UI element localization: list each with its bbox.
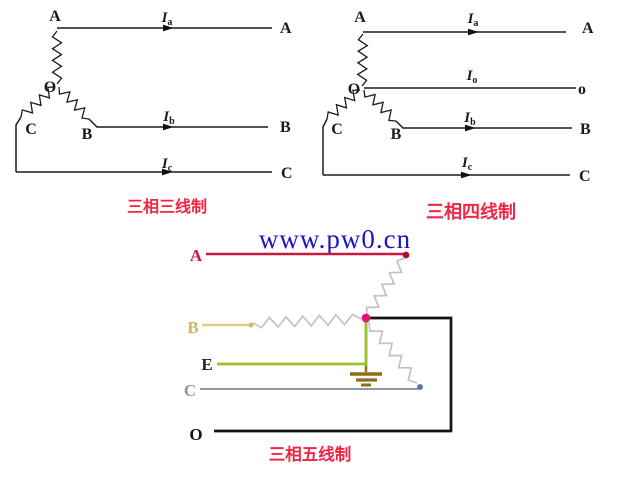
phase-c-drop-wire [322,118,328,175]
current-label-ia: Ia [467,11,479,29]
current-label-ic: Ic [161,156,173,174]
current-arrow-ib [465,124,476,132]
winding-a-resistor [365,257,406,317]
phase-b-wire [88,118,268,128]
neutral-label: O [189,425,202,444]
terminal-a-right-label: A [582,20,594,37]
winding-c-resistor [20,86,56,118]
winding-a-resistor [356,33,369,87]
three-wire-caption: 三相三线制 [127,197,207,216]
diagram-four-wire: A O C B Ia Io Ib Ic A o B C 三相四线制 [322,9,594,222]
phase-a-label: A [190,246,203,265]
terminal-a-left-label: A [354,9,366,26]
current-label-ib: Ib [463,110,476,128]
diagram-three-wire: A O C B Ia Ib Ic A B C 三相三线制 [15,8,293,216]
current-arrow-ia [163,24,174,32]
terminal-a-left-label: A [49,8,61,25]
neutral-point-label: O [44,79,56,96]
phase-b-label: B [187,318,198,337]
terminal-a-right-label: A [280,20,292,37]
phase-a-node-dot [402,251,410,259]
terminal-b-right-label: B [580,121,591,138]
winding-a-resistor [51,30,63,85]
phase-b-wire [395,120,572,129]
phase-c-node-dot [417,384,423,390]
current-label-ic: Ic [461,155,473,173]
winding-b-resistor [58,86,90,120]
four-wire-caption: 三相四线制 [426,201,516,222]
winding-b-resistor [363,89,397,122]
terminal-c-right-label: C [579,168,591,185]
current-label-ib: Ib [162,109,175,127]
neutral-loop-wire [214,316,453,433]
terminal-b-left-label: B [391,126,402,143]
watermark-text: www.pw0.cn [259,224,411,254]
phase-c-drop-wire [15,116,22,172]
ground-symbol [350,366,382,387]
phase-b-node-dot [248,322,254,328]
winding-c-resistor [326,89,361,120]
star-point-node [361,313,371,323]
five-wire-caption: 三相五线制 [269,444,352,464]
current-arrow-ic [162,168,173,176]
current-arrow-ia [468,28,479,36]
terminal-c-right-label: C [281,165,293,182]
winding-b-resistor [252,313,362,329]
terminal-c-left-label: C [331,121,343,138]
current-arrow-ib [163,123,174,131]
current-label-ia: Ia [161,10,173,28]
terminal-o-right-label: o [578,81,586,98]
phase-c-label: C [184,381,196,400]
winding-c-resistor [368,321,418,384]
terminal-c-left-label: C [25,121,37,138]
neutral-point-label: O [348,81,360,98]
current-arrow-ic [461,171,472,179]
earth-label: E [201,355,212,374]
terminal-b-left-label: B [82,126,93,143]
terminal-b-right-label: B [280,119,291,136]
current-label-io: Io [466,68,478,86]
diagram-five-wire: www.pw0.cn A B E C O 三相五线制 [184,224,453,464]
